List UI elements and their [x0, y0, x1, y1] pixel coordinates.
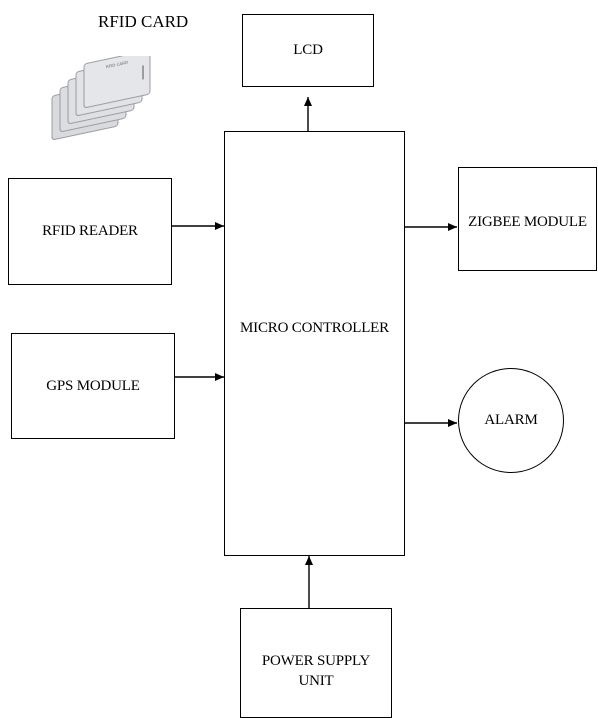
rfid-card-image: RFID CARD	[52, 56, 150, 140]
micro-controller-block: MICRO CONTROLLER	[224, 131, 405, 556]
zigbee-module-block: ZIGBEE MODULE	[458, 167, 597, 271]
rfid-card-stack-icon: RFID CARD	[50, 56, 154, 156]
gps-module-label: GPS MODULE	[46, 376, 139, 396]
power-supply-block: POWER SUPPLY UNIT	[240, 608, 392, 718]
lcd-block: LCD	[242, 14, 374, 87]
rfid-reader-label: RFID READER	[42, 221, 138, 241]
rfid-reader-block: RFID READER	[8, 178, 172, 285]
alarm-block: ALARM	[458, 368, 564, 473]
zigbee-module-label: ZIGBEE MODULE	[468, 212, 587, 232]
lcd-label: LCD	[293, 40, 322, 60]
gps-module-block: GPS MODULE	[11, 333, 175, 439]
power-supply-label-line1: POWER SUPPLY	[262, 651, 370, 671]
alarm-label: ALARM	[484, 410, 537, 430]
micro-controller-label: MICRO CONTROLLER	[240, 318, 389, 338]
power-supply-label-line2: UNIT	[298, 671, 333, 691]
rfid-card-title: RFID CARD	[98, 12, 188, 32]
